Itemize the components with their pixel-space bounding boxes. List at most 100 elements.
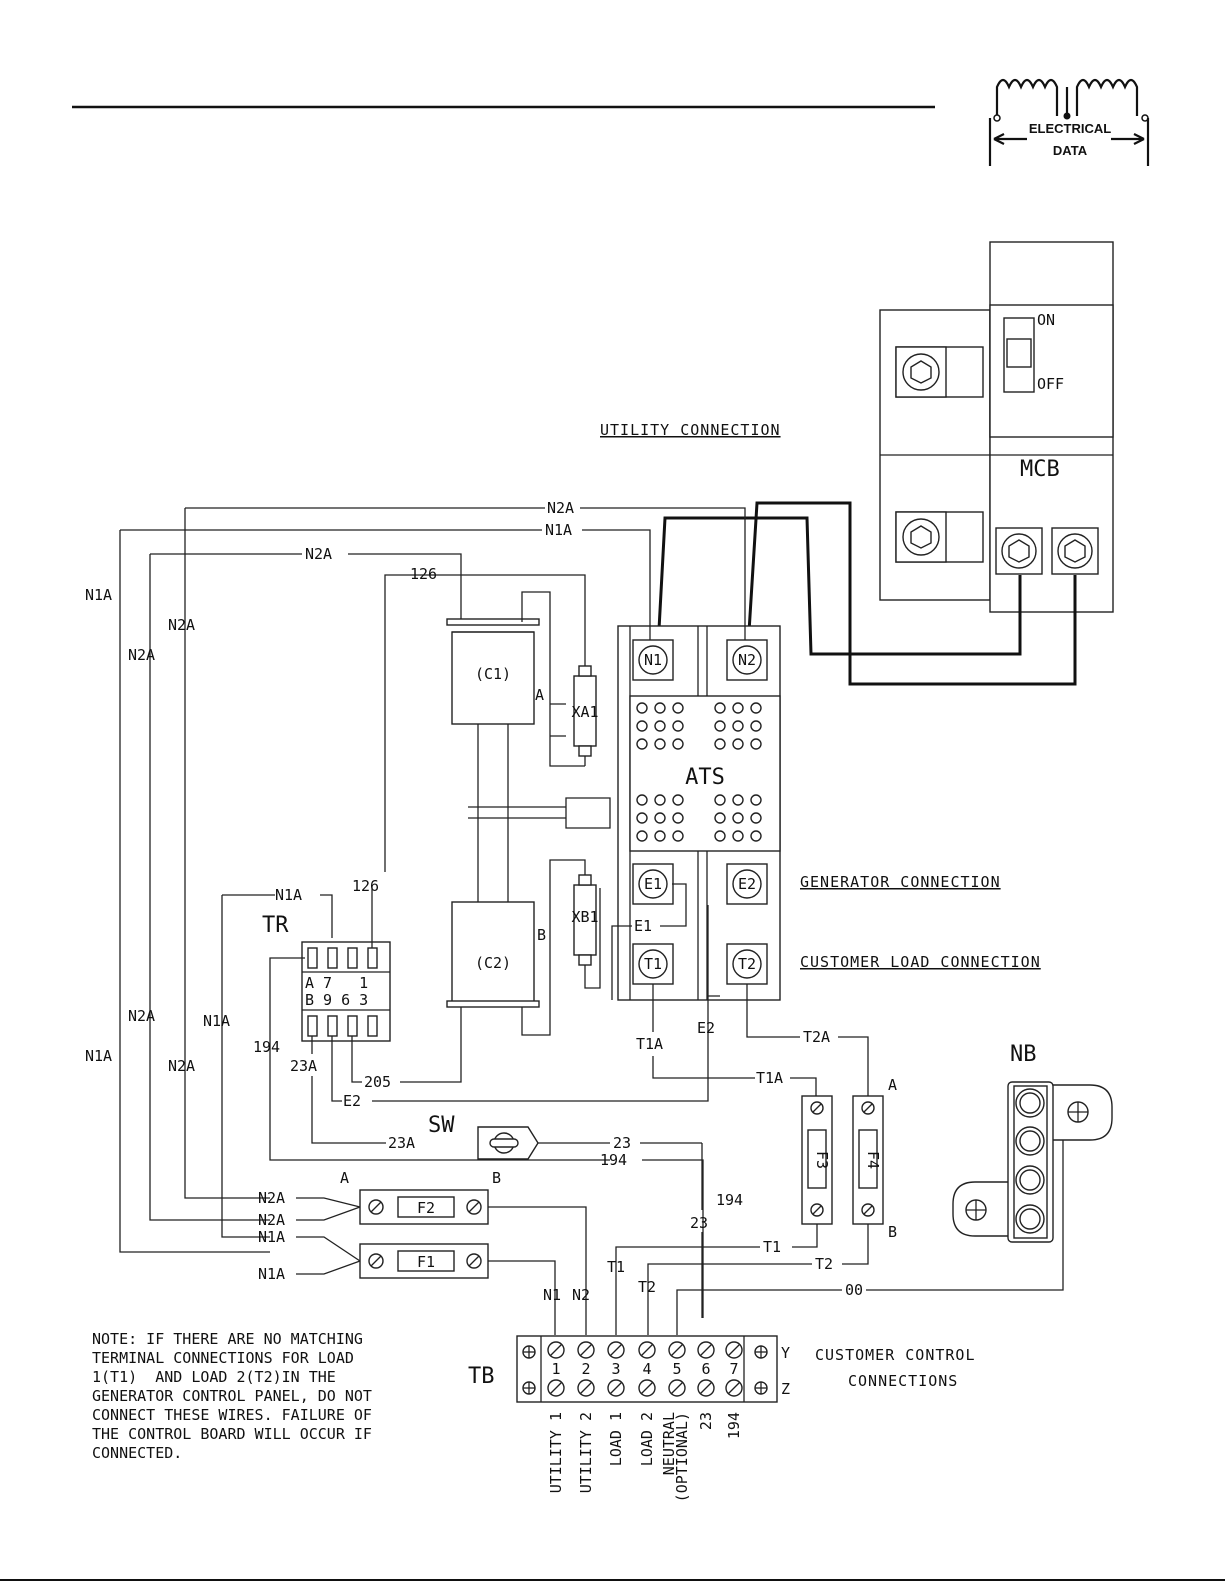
tb-label-load2: LOAD 2 bbox=[638, 1412, 656, 1466]
wire-n1a-left-lower: N1A bbox=[85, 1047, 112, 1065]
wire-23a-sw: 23A bbox=[388, 1134, 415, 1152]
rectifier-xb1: XB1 bbox=[571, 874, 599, 966]
tb-label-194: 194 bbox=[725, 1412, 743, 1439]
customer-load-heading: CUSTOMER LOAD CONNECTION bbox=[800, 953, 1041, 971]
wire-n2a-second: N2A bbox=[128, 646, 155, 664]
tb-label-load1: LOAD 1 bbox=[607, 1412, 625, 1466]
wire-b-coil: B bbox=[537, 926, 546, 944]
wire-126-top: 126 bbox=[410, 565, 437, 583]
ats-terminal-t2: T2 bbox=[738, 955, 756, 973]
wire-t1a: T1A bbox=[636, 1035, 663, 1053]
tb-num-2: 2 bbox=[581, 1360, 590, 1378]
note-line-4: GENERATOR CONTROL PANEL, DO NOT bbox=[92, 1387, 372, 1405]
electrical-data-logo: ELECTRICAL DATA bbox=[988, 78, 1150, 166]
wire-n2a-left-lower: N2A bbox=[168, 1057, 195, 1075]
utility-cable-n2 bbox=[746, 501, 1077, 686]
tb-label-23: 23 bbox=[697, 1412, 715, 1430]
main-circuit-breaker: ON OFF MCB bbox=[879, 241, 1114, 613]
note-line-1: NOTE: IF THERE ARE NO MATCHING bbox=[92, 1330, 363, 1348]
fuse-f2: F2 bbox=[359, 1189, 489, 1225]
tr-bottom-row: B 9 6 3 bbox=[305, 991, 368, 1009]
utility-cable-n1 bbox=[656, 516, 1022, 656]
wire-t2a: T2A bbox=[803, 1028, 830, 1046]
fuse-f4-b: B bbox=[888, 1223, 897, 1241]
wire-n1a-left: N1A bbox=[85, 586, 112, 604]
coil-c1-label: (C1) bbox=[475, 665, 511, 683]
wire-23a-tr: 23A bbox=[290, 1057, 317, 1075]
wire-e2-lower: E2 bbox=[343, 1092, 361, 1110]
wire-n2a-top: N2A bbox=[547, 499, 574, 517]
xa1-label: XA1 bbox=[571, 703, 598, 721]
wire-n1a-top: N1A bbox=[545, 521, 572, 539]
tb-num-7: 7 bbox=[729, 1360, 738, 1378]
terminal-block-tb: TB Y Z 1 2 3 4 5 6 7 bbox=[468, 1335, 790, 1403]
note-line-3: 1(T1) AND LOAD 2(T2)IN THE bbox=[92, 1368, 336, 1386]
tb-z: Z bbox=[781, 1380, 790, 1398]
ats-terminal-n2: N2 bbox=[738, 651, 756, 669]
f3-label: F3 bbox=[813, 1151, 831, 1169]
tb-num-5: 5 bbox=[672, 1360, 681, 1378]
wire-194-mid: 194 bbox=[600, 1151, 627, 1169]
utility-connection-heading: UTILITY CONNECTION bbox=[600, 421, 781, 439]
ats-terminal-e2: E2 bbox=[738, 875, 756, 893]
wire-23-vert: 23 bbox=[690, 1214, 708, 1232]
fuse-f2-a: A bbox=[340, 1169, 349, 1187]
wire-194-tr: 194 bbox=[253, 1038, 280, 1056]
coil-c2: (C2) bbox=[451, 901, 535, 1003]
ats-label: ATS bbox=[685, 765, 725, 790]
ats-terminal-t1: T1 bbox=[644, 955, 662, 973]
f4-label: F4 bbox=[864, 1151, 882, 1169]
note-line-2: TERMINAL CONNECTIONS FOR LOAD bbox=[92, 1349, 354, 1367]
tb-num-3: 3 bbox=[611, 1360, 620, 1378]
tb-num-6: 6 bbox=[701, 1360, 710, 1378]
mcb-label: MCB bbox=[1020, 457, 1060, 482]
tb-label-optional: (OPTIONAL) bbox=[673, 1412, 691, 1502]
wire-e1: E1 bbox=[634, 917, 652, 935]
wire-t2-tb: T2 bbox=[638, 1278, 656, 1296]
wire-n1-tb: N1 bbox=[543, 1286, 561, 1304]
wire-n2a-fuse1: N2A bbox=[258, 1189, 285, 1207]
f2-label: F2 bbox=[417, 1199, 435, 1217]
tb-y: Y bbox=[781, 1344, 790, 1362]
fuse-f1: F1 bbox=[359, 1243, 489, 1279]
logo-line2: DATA bbox=[1053, 143, 1088, 158]
f1-label: F1 bbox=[417, 1253, 435, 1271]
fuse-f3: F3 bbox=[801, 1095, 833, 1225]
wire-t1-fuse: T1 bbox=[763, 1238, 781, 1256]
wire-n1a-tr-lower: N1A bbox=[203, 1012, 230, 1030]
wire-n1a-tr: N1A bbox=[275, 886, 302, 904]
wire-n2a-left: N2A bbox=[168, 616, 195, 634]
tb-label-utility1: UTILITY 1 bbox=[547, 1412, 565, 1493]
wire-e2: E2 bbox=[697, 1019, 715, 1037]
fuse-f4: F4 bbox=[852, 1095, 884, 1225]
note-line-5: CONNECT THESE WIRES. FAILURE OF bbox=[92, 1406, 372, 1424]
sw-label: SW bbox=[428, 1113, 455, 1138]
ats-terminal-n1: N1 bbox=[644, 651, 662, 669]
tr-top-row: A 7 1 bbox=[305, 974, 368, 992]
coil-c1: (C1) bbox=[451, 631, 535, 725]
rectifier-xa1: XA1 bbox=[571, 665, 599, 757]
note-line-7: CONNECTED. bbox=[92, 1444, 182, 1462]
coil-c2-label: (C2) bbox=[475, 954, 511, 972]
mcb-off-label: OFF bbox=[1037, 375, 1064, 393]
transfer-switch: ATS N1 N2 E1 E2 T1 bbox=[617, 625, 781, 1001]
ats-contact-dots bbox=[636, 702, 762, 842]
switch-sw: SW bbox=[428, 1113, 539, 1160]
customer-control-line2: CONNECTIONS bbox=[848, 1372, 958, 1390]
customer-control-line1: CUSTOMER CONTROL bbox=[815, 1346, 976, 1364]
xb1-label: XB1 bbox=[571, 908, 598, 926]
wire-t1-tb: T1 bbox=[607, 1258, 625, 1276]
terminal-strip-tr: TR A 7 1 B 9 6 3 bbox=[262, 913, 391, 1042]
wire-n1a-fuse1: N1A bbox=[258, 1228, 285, 1246]
wire-t2-fuse: T2 bbox=[815, 1255, 833, 1273]
tb-num-4: 4 bbox=[642, 1360, 651, 1378]
coil-icon bbox=[995, 78, 1139, 116]
wire-n2a-fuse2: N2A bbox=[258, 1211, 285, 1229]
generator-connection-heading: GENERATOR CONNECTION bbox=[800, 873, 1001, 891]
wire-126-tr: 126 bbox=[352, 877, 379, 895]
wire-a-coil: A bbox=[535, 686, 544, 704]
fuse-f4-a: A bbox=[888, 1076, 897, 1094]
wire-194-vert: 194 bbox=[716, 1191, 743, 1209]
wire-t1a-right: T1A bbox=[756, 1069, 783, 1087]
